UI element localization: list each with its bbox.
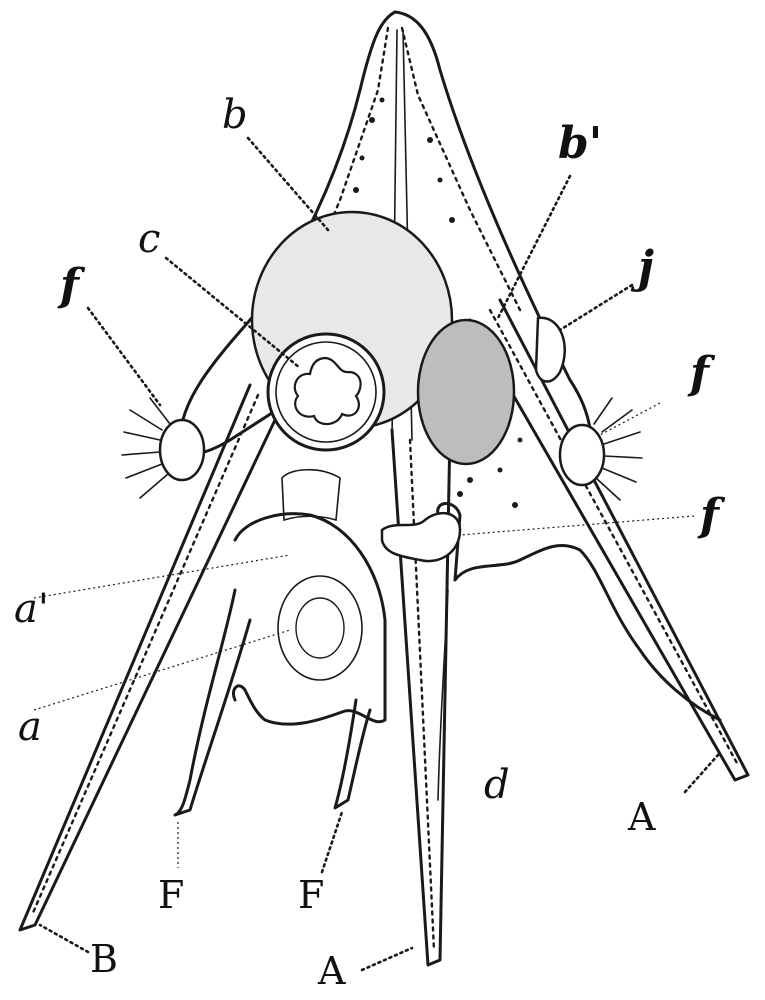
label-F-left: F	[158, 873, 184, 917]
intestine	[231, 512, 387, 726]
label-f-mid: f	[697, 490, 726, 541]
label-f-right: f	[687, 348, 716, 399]
label-b: b	[222, 92, 248, 138]
body-granules	[353, 97, 523, 508]
anus-region-a	[277, 575, 363, 681]
cilia-left-f	[121, 397, 206, 499]
right-arm	[468, 298, 750, 782]
label-A-right: A	[627, 795, 656, 839]
label-A-bottom: A	[317, 949, 346, 993]
label-F-right: F	[298, 873, 324, 917]
middle-arm-inner	[408, 438, 436, 952]
f-left-arm	[173, 588, 252, 817]
left-arm-inner	[30, 393, 260, 917]
small-lobe-j	[534, 316, 566, 383]
body-membrane	[436, 502, 722, 722]
f-right-arm	[333, 698, 372, 810]
label-a-prime: a'	[14, 586, 49, 632]
label-f-left: f	[57, 260, 86, 311]
leader-lines	[33, 136, 720, 972]
cilia-right-f	[558, 397, 643, 501]
anus-region-a-inner	[295, 597, 345, 659]
apex-rod-right	[400, 26, 522, 312]
left-arm	[18, 383, 277, 932]
label-d: d	[484, 762, 510, 808]
label-c: c	[138, 216, 160, 262]
middle-arm	[390, 428, 452, 967]
label-a: a	[18, 704, 42, 750]
mouth-rosette	[293, 356, 362, 426]
label-b-prime: b'	[558, 118, 602, 169]
lobe-mid-f	[380, 511, 462, 563]
label-j: j	[630, 242, 654, 293]
mouth-ring-c-inner	[275, 341, 377, 443]
right-arm-inner	[488, 308, 740, 767]
stomach-b-prime	[416, 318, 516, 466]
label-B: B	[90, 937, 118, 981]
esophagus	[281, 468, 341, 522]
